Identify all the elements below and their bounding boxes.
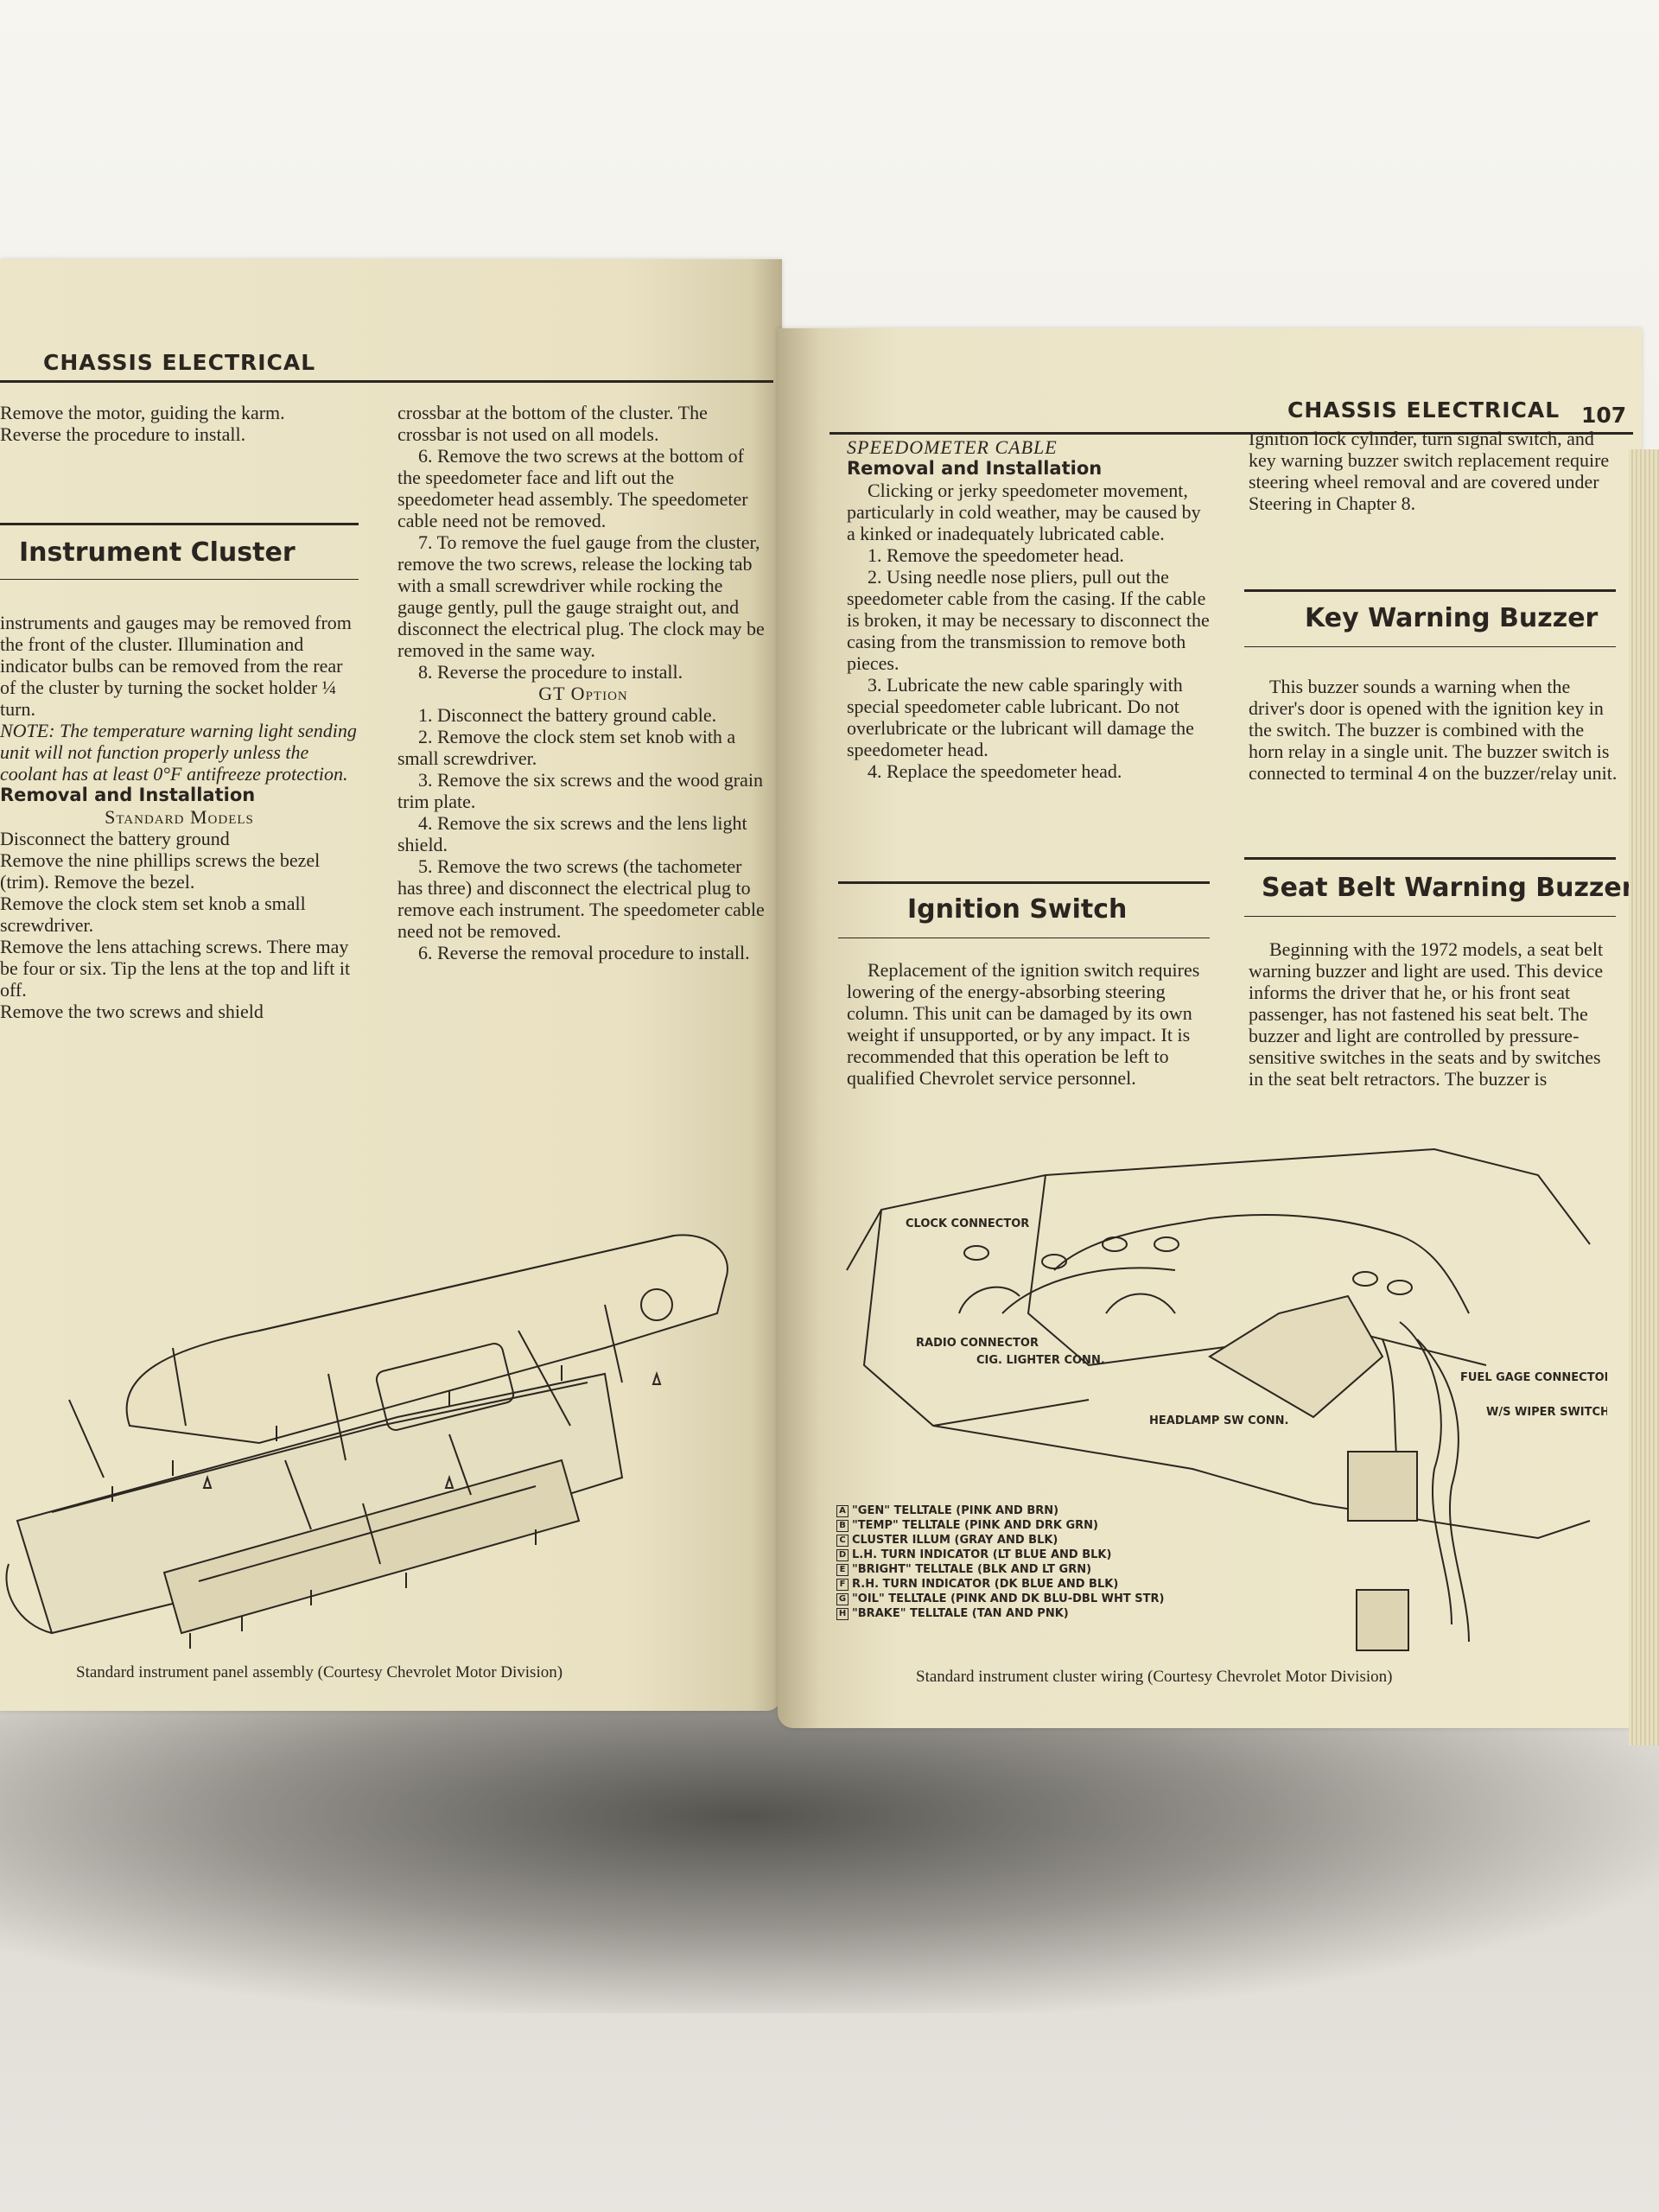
step: Remove the two screws and shield <box>0 1001 264 1022</box>
legend-text: CLUSTER ILLUM (GRAY AND BLK) <box>852 1534 1058 1547</box>
legend-text: R.H. TURN INDICATOR (DK BLUE AND BLK) <box>852 1578 1119 1591</box>
italic-head: SPEEDOMETER CABLE <box>847 436 1058 458</box>
header-rule-left <box>0 380 773 383</box>
section-rule <box>838 881 1210 884</box>
step: Disconnect the battery ground <box>0 828 230 849</box>
running-head-right: CHASSIS ELECTRICAL <box>1287 397 1560 423</box>
legend-row: B"TEMP" TELLTALE (PINK AND DRK GRN) <box>836 1518 1164 1533</box>
label-radio-connector: RADIO CONNECTOR <box>916 1337 1039 1350</box>
section-title-key-warning-buzzer: Key Warning Buzzer <box>1305 603 1599 633</box>
step: 2. Using needle nose pliers, pull out th… <box>847 566 1210 674</box>
section-rule <box>1244 589 1616 592</box>
step: 6. Remove the two screws at the bottom o… <box>397 445 748 531</box>
label-wiper-switch: W/S WIPER SWITCH CONN. <box>1486 1406 1607 1419</box>
right-col2-body2: Beginning with the 1972 models, a seat b… <box>1249 938 1620 1090</box>
smallcaps-head: GT Option <box>538 683 628 704</box>
step: Remove the lens attaching screws. There … <box>0 936 351 1001</box>
legend-key: G <box>836 1592 849 1605</box>
legend-text: "OIL" TELLTALE (PINK AND DK BLU-DBL WHT … <box>852 1592 1165 1605</box>
step: 1. Disconnect the battery ground cable. <box>418 704 717 726</box>
running-head-left: CHASSIS ELECTRICAL <box>43 350 316 375</box>
instrument-panel-figure <box>5 1234 728 1649</box>
legend-text: "TEMP" TELLTALE (PINK AND DRK GRN) <box>852 1519 1099 1532</box>
legend-row: H"BRAKE" TELLTALE (TAN AND PNK) <box>836 1606 1164 1621</box>
legend-key: F <box>836 1578 849 1591</box>
left-col1: Remove the motor, guiding the karm. Reve… <box>0 402 359 445</box>
cluster-wiring-figure: CLOCK CONNECTOR RADIO CONNECTOR CIG. LIG… <box>846 1147 1607 1651</box>
para: Beginning with the 1972 models, a seat b… <box>1249 938 1604 1090</box>
para: instruments and gauges may be removed fr… <box>0 612 352 720</box>
left-col2: crossbar at the bottom of the cluster. T… <box>397 402 769 963</box>
step: 5. Remove the two screws (the tachometer… <box>397 855 765 942</box>
left-col1-body: instruments and gauges may be removed fr… <box>0 612 359 1022</box>
label-cig-lighter: CIG. LIGHTER CONN. <box>976 1354 1105 1367</box>
section-title-seat-belt-warning-buzzer: Seat Belt Warning Buzzer <box>1262 873 1635 903</box>
sub-head: Removal and Installation <box>0 785 256 805</box>
para: Remove the motor, guiding the karm. <box>0 402 285 423</box>
step: Remove the clock stem set knob a small s… <box>0 893 306 936</box>
section-rule <box>1244 646 1616 647</box>
section-rule <box>1244 857 1616 860</box>
legend-row: G"OIL" TELLTALE (PINK AND DK BLU-DBL WHT… <box>836 1592 1164 1606</box>
step: 3. Lubricate the new cable sparingly wit… <box>847 674 1194 760</box>
para: Ignition lock cylinder, turn signal swit… <box>1249 428 1610 514</box>
legend-key: E <box>836 1563 849 1576</box>
figure-caption-right: Standard instrument cluster wiring (Cour… <box>916 1668 1393 1686</box>
step: 3. Remove the six screws and the wood gr… <box>397 769 763 812</box>
section-rule <box>0 579 359 580</box>
legend-text: "GEN" TELLTALE (PINK AND BRN) <box>852 1504 1059 1517</box>
note: NOTE: The temperature warning light send… <box>0 720 357 785</box>
legend-text: "BRIGHT" TELLTALE (BLK AND LT GRN) <box>852 1563 1092 1576</box>
label-clock-connector: CLOCK CONNECTOR <box>906 1217 1029 1230</box>
legend-row: A"GEN" TELLTALE (PINK AND BRN) <box>836 1503 1164 1518</box>
step: 4. Remove the six screws and the lens li… <box>397 812 747 855</box>
smallcaps-head: Standard Models <box>105 806 254 828</box>
wiring-legend: A"GEN" TELLTALE (PINK AND BRN) B"TEMP" T… <box>836 1503 1164 1621</box>
section-title-ignition-switch: Ignition Switch <box>907 894 1128 925</box>
legend-key: D <box>836 1548 849 1561</box>
legend-key: C <box>836 1534 849 1547</box>
page-edges <box>1629 449 1659 1745</box>
step: 6. Reverse the removal procedure to inst… <box>418 942 750 963</box>
page-number: 107 <box>1581 403 1627 428</box>
legend-key: B <box>836 1519 849 1532</box>
figure-caption-left: Standard instrument panel assembly (Cour… <box>76 1663 563 1681</box>
step: Remove the nine phillips screws the beze… <box>0 849 321 893</box>
right-col2: Ignition lock cylinder, turn signal swit… <box>1249 428 1620 514</box>
legend-key: A <box>836 1504 849 1517</box>
step: 1. Remove the speedometer head. <box>868 544 1124 566</box>
right-col1-body: Replacement of the ignition switch requi… <box>847 959 1210 1089</box>
book-shadow <box>0 1685 1659 2013</box>
step: 8. Reverse the procedure to install. <box>418 661 683 683</box>
sub-head: Removal and Installation <box>847 458 1103 479</box>
para: This buzzer sounds a warning when the dr… <box>1249 676 1618 784</box>
legend-text: "BRAKE" TELLTALE (TAN AND PNK) <box>852 1607 1069 1620</box>
legend-row: E"BRIGHT" TELLTALE (BLK AND LT GRN) <box>836 1562 1164 1577</box>
right-col2-body1: This buzzer sounds a warning when the dr… <box>1249 676 1620 784</box>
step: 4. Replace the speedometer head. <box>868 760 1122 782</box>
section-title-instrument-cluster: Instrument Cluster <box>19 537 296 568</box>
step: 2. Remove the clock stem set knob with a… <box>397 726 736 769</box>
para: crossbar at the bottom of the cluster. T… <box>397 402 708 445</box>
label-headlamp: HEADLAMP SW CONN. <box>1149 1414 1288 1427</box>
step: 7. To remove the fuel gauge from the clu… <box>397 531 765 661</box>
right-col1: SPEEDOMETER CABLE Removal and Installati… <box>847 436 1210 782</box>
legend-text: L.H. TURN INDICATOR (LT BLUE AND BLK) <box>852 1548 1112 1561</box>
section-rule <box>1244 916 1616 917</box>
para: Reverse the procedure to install. <box>0 423 246 445</box>
legend-key: H <box>836 1607 849 1620</box>
label-fuel-gage: FUEL GAGE CONNECTOR <box>1460 1371 1607 1384</box>
left-page: CHASSIS ELECTRICAL Remove the motor, gui… <box>0 259 782 1711</box>
para: Replacement of the ignition switch requi… <box>847 959 1200 1089</box>
header-rule-right <box>830 432 1633 435</box>
section-rule <box>0 523 359 525</box>
para: Clicking or jerky speedometer movement, … <box>847 480 1201 544</box>
right-page: CHASSIS ELECTRICAL 107 SPEEDOMETER CABLE… <box>778 328 1642 1728</box>
